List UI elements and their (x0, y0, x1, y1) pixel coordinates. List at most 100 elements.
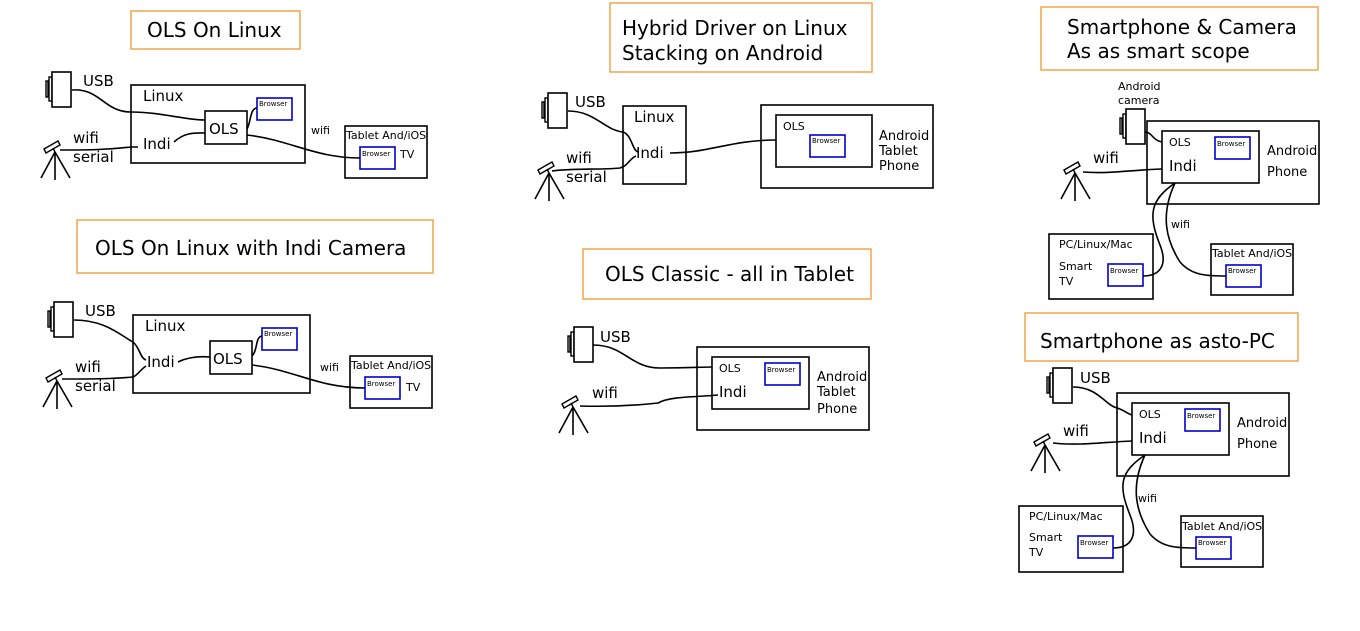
indi-label: Indi (719, 383, 747, 401)
camera-label: camera (1118, 94, 1160, 107)
usb-label: USB (83, 72, 114, 90)
phone-label: Phone (1267, 165, 1307, 180)
indi-ols-link (177, 355, 211, 363)
telescope-icon (1030, 433, 1061, 474)
panel-title-line1: Smartphone & Camera (1067, 15, 1297, 39)
phone-label: Phone (879, 159, 919, 174)
wifi-tablet-link (1165, 182, 1227, 277)
android-label: Android (1118, 80, 1161, 93)
tv-label: TV (1028, 546, 1044, 559)
wifi-label: wifi (1063, 422, 1089, 440)
usb-label: USB (575, 93, 606, 111)
browser-label: Browser (362, 150, 390, 158)
camera-icon (1119, 108, 1146, 145)
wifi-tablet-link (1135, 454, 1197, 549)
wifi-label: wifi (1138, 492, 1157, 505)
panel-smartphone-pc: Smartphone as asto-PC USB wifi OLS Indi … (1018, 312, 1299, 573)
title-box (1024, 312, 1299, 362)
linux-label: Linux (634, 108, 675, 126)
wifi-label: wifi (1171, 218, 1190, 231)
usb-label: USB (85, 302, 116, 320)
browser-label: Browser (1198, 539, 1226, 547)
panel-title: Smartphone as asto-PC (1040, 329, 1275, 353)
indi-ols-link (173, 132, 206, 143)
wifi-label: wifi (73, 129, 99, 147)
ols-label: OLS (719, 362, 741, 375)
title-box (130, 10, 301, 50)
ols-box (204, 110, 248, 145)
wifi-link (1082, 168, 1163, 174)
ols-box (209, 340, 253, 375)
camera-icon (567, 326, 594, 363)
phone-label: Phone (1237, 437, 1277, 452)
usb-label: USB (600, 328, 631, 346)
panel-ols-classic: OLS Classic - all in Tablet USB wifi OLS… (558, 248, 872, 436)
wifi-label: wifi (566, 149, 592, 167)
indi-label: Indi (1139, 429, 1167, 447)
android-label: Android (1267, 144, 1317, 159)
usb-cable (73, 319, 147, 361)
camera-icon (45, 71, 72, 108)
telescope-icon (534, 161, 565, 202)
camera-icon (541, 92, 568, 129)
panel-title: OLS On Linux (147, 18, 282, 42)
serial-label: serial (75, 377, 116, 395)
telescope-icon (42, 369, 73, 410)
telescope-icon (558, 395, 589, 436)
tablet-label: Tablet And/iOS (350, 359, 431, 372)
telescope-icon (1060, 161, 1091, 202)
usb-cable (567, 110, 639, 153)
panel-title-line1: Hybrid Driver on Linux (622, 16, 848, 40)
serial-label: serial (73, 148, 114, 166)
wifi-label: wifi (592, 384, 618, 402)
browser-label: Browser (1080, 539, 1108, 547)
linux-label: Linux (143, 87, 184, 105)
ols-label: OLS (209, 120, 239, 138)
panel-hybrid-driver: Hybrid Driver on Linux Stacking on Andro… (534, 2, 934, 202)
ols-label: OLS (213, 350, 243, 368)
ols-label: OLS (783, 120, 805, 133)
indi-label: Indi (1169, 157, 1197, 175)
usb-label: USB (1080, 369, 1111, 387)
tablet-label: Tablet And/iOS (1211, 247, 1292, 260)
wifi-label: wifi (75, 358, 101, 376)
wifi-link (579, 394, 719, 408)
browser-label: Browser (1228, 267, 1256, 275)
title-box (609, 2, 873, 73)
panel-ols-on-linux: OLS On Linux USB wifi serial Linux Indi … (40, 10, 428, 181)
android-label: Android (1237, 416, 1287, 431)
ols-label: OLS (1169, 136, 1191, 149)
indi-label: Indi (636, 144, 664, 162)
ols-browser-link (251, 335, 263, 357)
smart-label: Smart (1059, 260, 1093, 273)
usb-cable (1072, 386, 1133, 416)
pc-label: PC/Linux/Mac (1029, 510, 1103, 523)
browser-label: Browser (264, 330, 292, 338)
camera-icon (47, 301, 74, 338)
panel-title-line2: Stacking on Android (622, 41, 823, 65)
browser-label: Browser (1217, 140, 1245, 148)
indi-label: Indi (147, 353, 175, 371)
wifi-label: wifi (311, 124, 330, 137)
tv-label: TV (1058, 275, 1074, 288)
panel-smartphone-camera: Smartphone & Camera As as smart scope An… (1040, 6, 1320, 300)
panel-title: OLS On Linux with Indi Camera (95, 236, 406, 260)
phone-label: Phone (817, 402, 857, 417)
tablet-label: Tablet (816, 385, 856, 400)
title-box (76, 219, 434, 274)
wifi-pc-link (1142, 182, 1176, 277)
android-label: Android (817, 370, 867, 385)
browser-label: Browser (1110, 267, 1138, 275)
android-label: Android (879, 129, 929, 144)
tablet-label: Tablet And/iOS (1181, 520, 1262, 533)
usb-cable (592, 344, 713, 369)
wifi-link (1052, 440, 1133, 445)
wifi-link (246, 134, 361, 159)
smart-label: Smart (1029, 531, 1063, 544)
serial-cable (551, 155, 637, 172)
indi-label: Indi (143, 135, 171, 153)
wifi-link (251, 364, 366, 389)
serial-cable (61, 365, 147, 380)
browser-label: Browser (767, 366, 795, 374)
